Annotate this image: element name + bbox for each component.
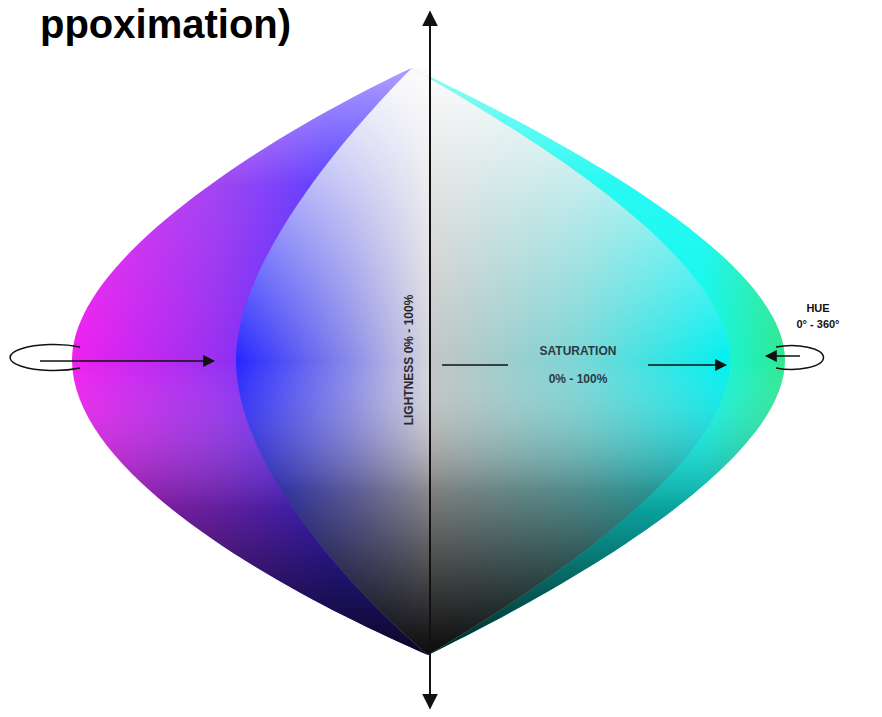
outer-surface-right [412,68,785,655]
axis-label: 0° - 360° [796,318,839,330]
cut-face-right [412,68,730,655]
axis-label: 0% - 100% [549,373,608,386]
saturation-arrow [442,364,508,366]
inner-lobe-left [236,68,430,655]
axis-label: SATURATION [540,345,617,358]
diagram-title: ppoximation) [40,2,291,46]
saturation-arrow [648,364,726,366]
axis-label: LIGHTNESS 0% - 100% [403,295,416,426]
hue-arrow [766,355,800,357]
axis-label: HUE [806,302,829,314]
lightness-axis [429,12,431,708]
hue-ring [10,345,80,371]
hue-arrow [40,360,214,362]
hue-ring [776,346,823,370]
